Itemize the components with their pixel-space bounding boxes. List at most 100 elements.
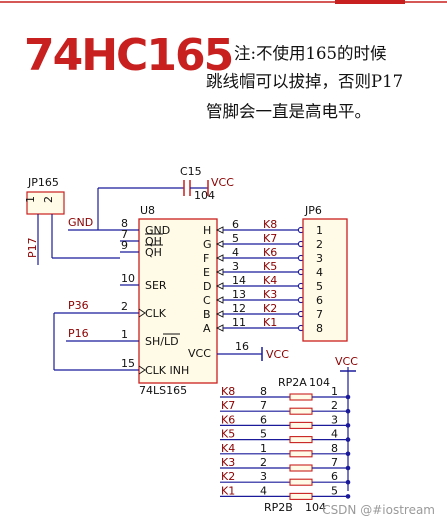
u8-left-pin-num: 15 — [121, 357, 135, 370]
jumper-jp165: JP165 1 2 P17 — [24, 176, 120, 265]
jp6-body — [302, 218, 348, 342]
u8-right-pin-name: D — [203, 280, 211, 293]
rp2-resistor — [289, 478, 313, 486]
rp2-left-pin-num: 3 — [260, 470, 267, 483]
rp2-right-pin-num: 7 — [331, 456, 338, 469]
rp2a-value: 104 — [309, 376, 330, 389]
jp6-ref: JP6 — [304, 204, 322, 217]
net-label-k4: K4 — [263, 274, 277, 287]
u8-right-pin-name: H — [203, 224, 211, 237]
rp2-resistor — [289, 450, 313, 458]
jp6-pin-num: 6 — [316, 294, 323, 307]
rp2-resistor — [289, 464, 313, 472]
rp2-net-label: K7 — [221, 399, 235, 412]
rp2-left-pin-num: 1 — [260, 442, 267, 455]
rp2-net-label: K8 — [221, 385, 235, 398]
net-label-gnd: GND — [68, 216, 93, 229]
note-line-1: 注:不使用165的时候 — [234, 44, 387, 63]
u8-right-pin-name: C — [203, 294, 211, 307]
u8-right-pin-name: F — [203, 252, 209, 265]
rp2-right-pin-num: 5 — [331, 484, 338, 497]
rp2-net-label: K2 — [221, 470, 235, 483]
rp2-right-pin-num: 4 — [331, 428, 338, 441]
u8-right-pin-num: 5 — [232, 232, 239, 245]
note-line-3: 管脚会一直是高电平。 — [206, 102, 371, 121]
u8-right-pin-num: 3 — [232, 260, 239, 273]
u8-right-pin-num: 4 — [232, 246, 239, 259]
rp2-net-label: K3 — [221, 456, 235, 469]
rp2-net-label: K1 — [221, 484, 235, 497]
rp2a-ref: RP2A — [278, 376, 307, 389]
u8-right-pin-name: E — [203, 266, 210, 279]
net-label-p16: P16 — [68, 327, 89, 340]
u8-left-pin-name: SH/LD — [145, 335, 179, 348]
rp2-right-pin-num: 8 — [331, 442, 338, 455]
rp2-net-label: K4 — [221, 442, 235, 455]
net-label-p36: P36 — [68, 299, 89, 312]
rp2-left-pin-num: 8 — [260, 385, 267, 398]
u8-right-pin-name: B — [203, 308, 211, 321]
u8-left-pin-name: CLK INH — [145, 364, 189, 377]
u8-left-pin-num: 10 — [121, 272, 135, 285]
note-line-2: 跳线帽可以拔掉，否则P17 — [206, 72, 404, 91]
jp6-pin-num: 7 — [316, 308, 323, 321]
jp6-pin-num: 1 — [316, 224, 323, 237]
net-label-k7: K7 — [263, 232, 277, 245]
u8-right-pin-num: 13 — [232, 288, 246, 301]
jp165-body — [26, 191, 65, 215]
u8-vcc-net: VCC — [266, 348, 289, 361]
page-title: 74HC165 — [24, 30, 234, 81]
rp2-left-pin-num: 4 — [260, 484, 267, 497]
u8-body — [138, 218, 218, 384]
u8-ref: U8 — [140, 204, 155, 217]
u8-left-pin-name: CLK — [145, 307, 167, 320]
rp2-right-pin-num: 3 — [331, 413, 338, 426]
rp2-left-pin-num: 5 — [260, 428, 267, 441]
jp6-pin-num: 3 — [316, 252, 323, 265]
rp2-resistor — [289, 407, 313, 415]
u8-vcc-pin-num: 16 — [235, 340, 249, 353]
rp2-right-pin-num: 1 — [331, 385, 338, 398]
jp6-pin-num: 8 — [316, 322, 323, 335]
rp2-left-pin-num: 7 — [260, 399, 267, 412]
u8-left-pin-num: 9 — [121, 239, 128, 252]
u8-right-pin-name: G — [203, 238, 212, 251]
rp2-left-pin-num: 2 — [260, 456, 267, 469]
net-p17: P17 — [26, 237, 39, 258]
capacitor-c15: C15 104 VCC — [97, 165, 234, 230]
rp2-supply: VCC — [335, 355, 358, 368]
net-label-k1: K1 — [263, 316, 277, 329]
jp165-ref: JP165 — [27, 176, 59, 189]
u8-right-pin-num: 14 — [232, 274, 246, 287]
net-label-k6: K6 — [263, 246, 277, 259]
ic-u8: U8 74LS165 8GNDGND7QH9QH10SER2CLKP361SH/… — [68, 204, 305, 397]
rp2-resistor — [289, 393, 313, 401]
u8-left-pins: 8GNDGND7QH9QH10SER2CLKP361SH/LDP1615CLK … — [68, 216, 189, 377]
u8-right-pin-num: 12 — [232, 302, 246, 315]
watermark: CSDN @#iostream — [322, 503, 435, 517]
u8-left-pin-name: QH — [145, 246, 162, 259]
u8-right-pin-num: 11 — [232, 316, 246, 329]
rp2-resistor — [289, 436, 313, 444]
u8-vcc-name: VCC — [188, 347, 211, 360]
u8-right-pin-name: A — [203, 322, 211, 335]
rp2-resistor — [289, 421, 313, 429]
net-label-k2: K2 — [263, 302, 277, 315]
c15-supply: VCC — [211, 176, 234, 189]
u8-left-pin-name: SER — [145, 279, 167, 292]
rp2-net-label: K6 — [221, 413, 235, 426]
c15-value: 104 — [194, 189, 215, 202]
jp6-pin-num: 2 — [316, 238, 323, 251]
rp2b-value: 104 — [305, 501, 326, 514]
jp6-pin-num: 5 — [316, 280, 323, 293]
net-label-k5: K5 — [263, 260, 277, 273]
u8-left-pin-num: 7 — [121, 228, 128, 241]
u8-left-pin-num: 2 — [121, 300, 128, 313]
rp2-left-pin-num: 6 — [260, 413, 267, 426]
left-nets — [53, 229, 120, 371]
